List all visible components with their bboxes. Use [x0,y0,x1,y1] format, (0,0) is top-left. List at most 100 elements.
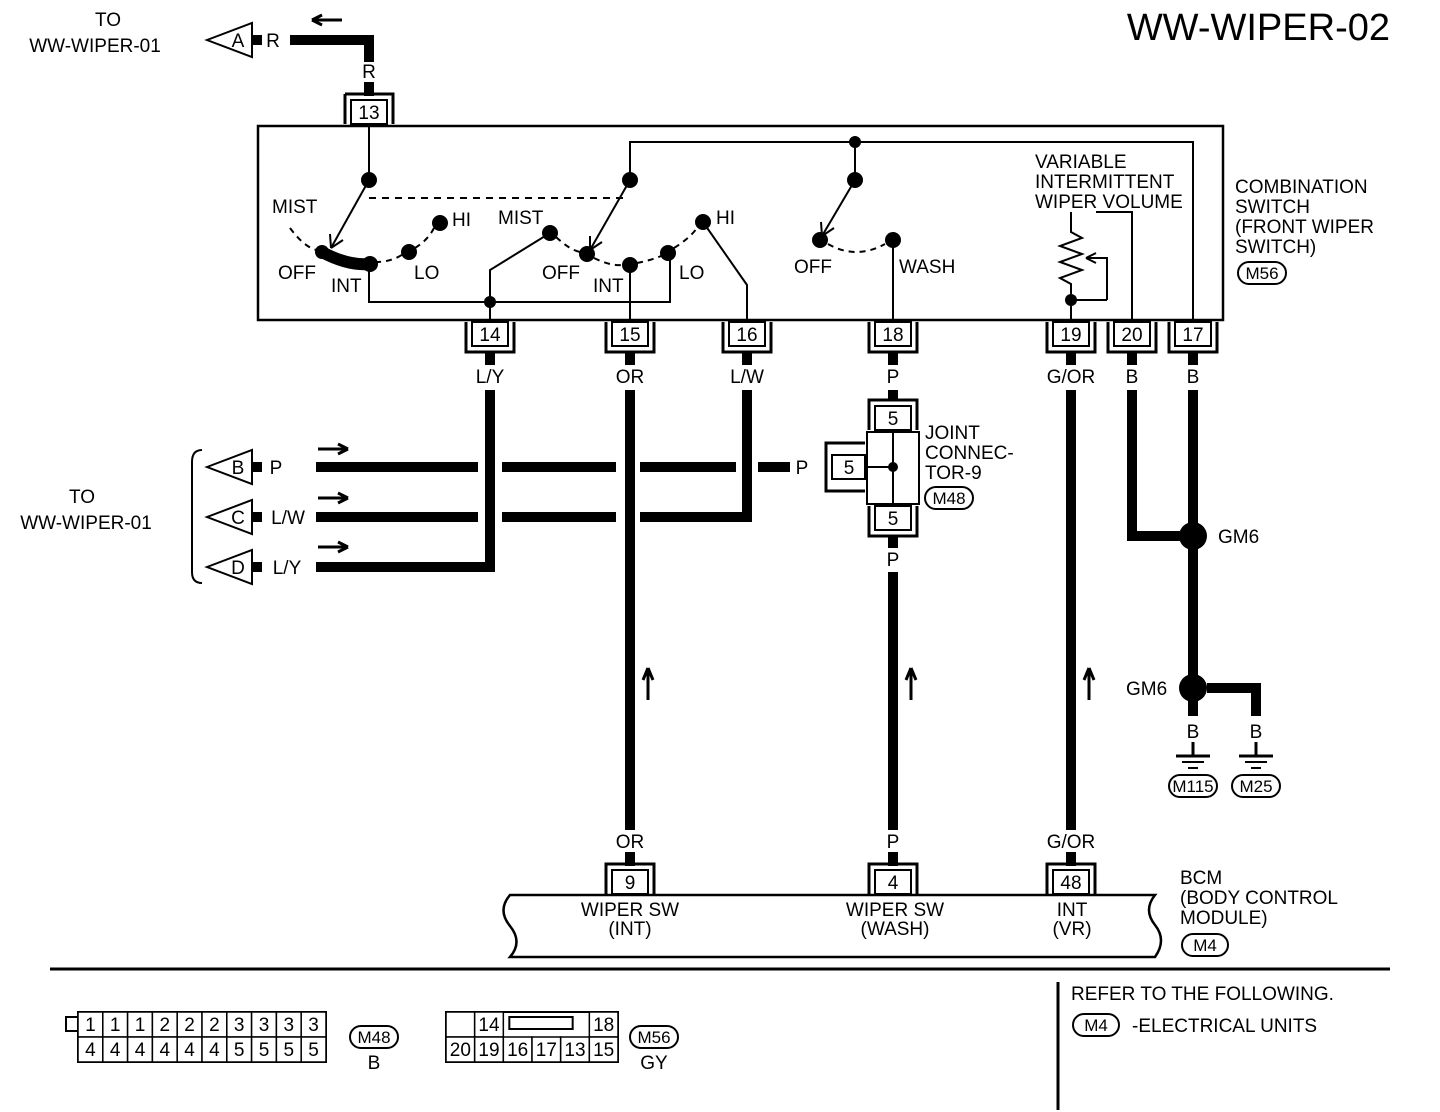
volume-line3: WIPER VOLUME [1035,192,1183,213]
wire-label-b-g2: B [1250,722,1263,743]
connector-color-m48: B [368,1053,381,1074]
svg-text:D: D [231,558,245,579]
m48-cavity-label: 2 [160,1015,171,1036]
pin-15: 15 [604,321,656,354]
m48-cavity [176,1011,203,1038]
offpage-to-label: TO [95,10,121,31]
offpage-connector-a: A [204,21,262,59]
washer-wash: WASH [899,257,955,278]
sw1-hi: HI [452,210,471,231]
combo-switch-line1: COMBINATION [1235,177,1368,198]
combination-switch-box [256,124,1225,322]
wire-label-gor-bcm: G/OR [1047,832,1096,853]
flow-arrow [311,13,342,27]
offpage-connector-b: B [204,448,262,486]
pin-19: 19 [1045,321,1097,354]
m48-cavity-label: 4 [160,1040,171,1061]
ground-symbol-m25: M25 [1231,742,1281,798]
flow-arrow [318,491,349,505]
m56-cavity-label: 13 [564,1040,585,1061]
brace [191,449,203,584]
m48-cavity-label: 3 [259,1015,270,1036]
m48-cavity [226,1011,253,1038]
potentiometer [1057,212,1085,300]
washer-off: OFF [794,257,832,278]
svg-text:5: 5 [888,509,899,530]
m48-cavity [126,1011,154,1038]
offpage-ref-left: WW-WIPER-01 [20,513,152,534]
wire-label-b-20: B [1126,367,1139,388]
connector-tag-m48-view: M48 [349,1025,399,1049]
volume-line2: INTERMITTENT [1035,172,1175,193]
splice-gm6-upper [1179,522,1207,550]
sw2-hi: HI [716,208,735,229]
svg-text:18: 18 [882,325,903,346]
offpage-ref-top: WW-WIPER-01 [29,36,161,57]
flow-arrow [1082,667,1096,700]
pin-18: 18 [867,321,919,354]
offpage-a-letter: A [232,31,245,52]
connector-color-m56: GY [640,1053,668,1074]
svg-text:M115: M115 [1172,777,1213,796]
joint-connector-9: 5 5 5 [824,398,920,538]
m48-cavity [77,1036,104,1063]
m48-cavity-label: 2 [184,1015,195,1036]
m48-cavity-label: 4 [85,1040,96,1061]
svg-text:M56: M56 [637,1028,670,1047]
bcm-pin9-line2: (INT) [608,919,651,940]
pin-13-label: 13 [358,103,379,124]
combo-switch-line2: SWITCH [1235,197,1310,218]
wire-label-p-joint: P [796,458,809,479]
sw2-mist: MIST [498,208,544,229]
m48-cavity-label: 5 [308,1040,319,1061]
m56-cavity-label: 17 [536,1040,557,1061]
svg-text:16: 16 [736,325,757,346]
m56-cavity-label: 18 [593,1015,614,1036]
sw1-lo: LO [414,263,439,284]
svg-text:14: 14 [479,325,501,346]
m48-cavity [250,1036,278,1063]
m56-cavity [559,1036,591,1063]
wire-label-or-bcm: OR [616,832,645,853]
m48-cavity [300,1036,327,1063]
wire-label-b-17: B [1187,367,1200,388]
m48-cavity-label: 4 [110,1040,121,1061]
m48-cavity [300,1011,327,1038]
m48-cavity-label: 3 [308,1015,319,1036]
bcm-pin-48: 48 [1045,862,1097,895]
bcm-name-line2: (BODY CONTROL [1180,888,1338,909]
wire-label-r-2: R [362,62,376,83]
splice-gm6-upper-label: GM6 [1218,527,1259,548]
bcm-pin4-line1: WIPER SW [846,900,944,921]
bcm-name-line3: MODULE) [1180,908,1268,929]
bcm-box [502,893,1163,959]
m56-cavity [473,1011,505,1038]
wire-ly [316,390,495,572]
svg-text:15: 15 [619,325,640,346]
m56-cavity [445,1011,476,1038]
combo-switch-line3: (FRONT WIPER [1235,217,1374,238]
reference-desc: -ELECTRICAL UNITS [1132,1016,1317,1037]
m48-cavity-label: 5 [234,1040,245,1061]
m56-cavity [445,1036,476,1063]
sw1-mist: MIST [272,197,318,218]
wire-label-p-below: P [887,550,900,571]
wire-label-or: OR [616,367,645,388]
m48-cavity-label: 2 [209,1015,220,1036]
connector-tag-m48: M48 [924,486,974,510]
pin-16: 16 [721,321,773,354]
m48-cavity-label: 3 [284,1015,295,1036]
wire-label-r: R [266,31,280,52]
svg-text:9: 9 [625,873,636,894]
volume-line1: VARIABLE [1035,152,1127,173]
wire-label-p: P [887,367,900,388]
flow-arrow [904,667,918,700]
pin-17: 17 [1167,321,1219,354]
sw2-off: OFF [542,263,580,284]
svg-text:B: B [232,458,245,479]
m56-cavity [588,1036,619,1063]
wire-label-b-g1: B [1187,722,1200,743]
sw1-int: INT [331,276,362,297]
